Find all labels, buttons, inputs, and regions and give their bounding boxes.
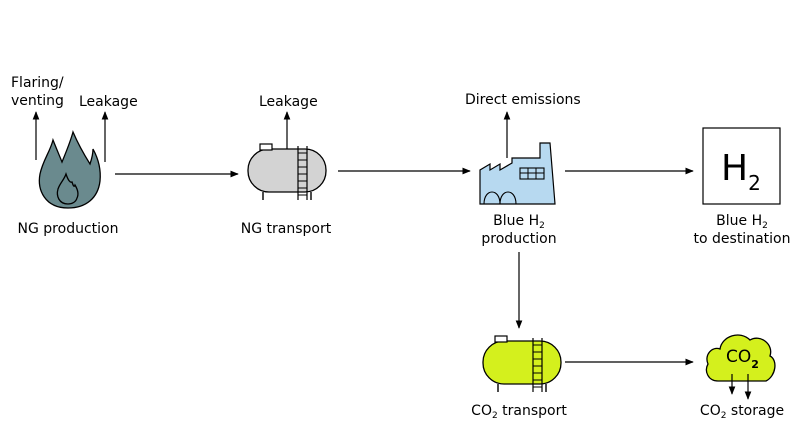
- blue-h2-production-label: Blue H2 production: [481, 213, 557, 247]
- ng-production-label: NG production: [17, 221, 119, 237]
- direct-emissions-label: Direct emissions: [465, 92, 581, 108]
- flaring-label-line1: Flaring/: [11, 75, 64, 91]
- co2-cloud-icon: CO2: [705, 334, 776, 400]
- ng-tank-icon: [247, 143, 327, 200]
- flaring-label-line2: venting: [11, 93, 64, 109]
- leakage-transport-label: Leakage: [259, 94, 318, 110]
- flame-icon: [38, 130, 101, 209]
- co2-tank-icon: [482, 335, 562, 392]
- ng-transport-label: NG transport: [240, 221, 332, 237]
- leakage-production-label: Leakage: [79, 94, 138, 110]
- blue-h2-destination-label: Blue H2 to destination: [693, 213, 791, 247]
- h2-box-symbol: H2: [721, 148, 761, 195]
- co2-transport-label: CO2 transport: [471, 403, 567, 421]
- cloud-co2-text: CO2: [726, 347, 759, 371]
- flaring-label: Flaring/ venting: [11, 74, 64, 110]
- co2-storage-label: CO2 storage: [699, 403, 785, 421]
- factory-icon: [479, 142, 556, 205]
- h2-box: [702, 127, 781, 205]
